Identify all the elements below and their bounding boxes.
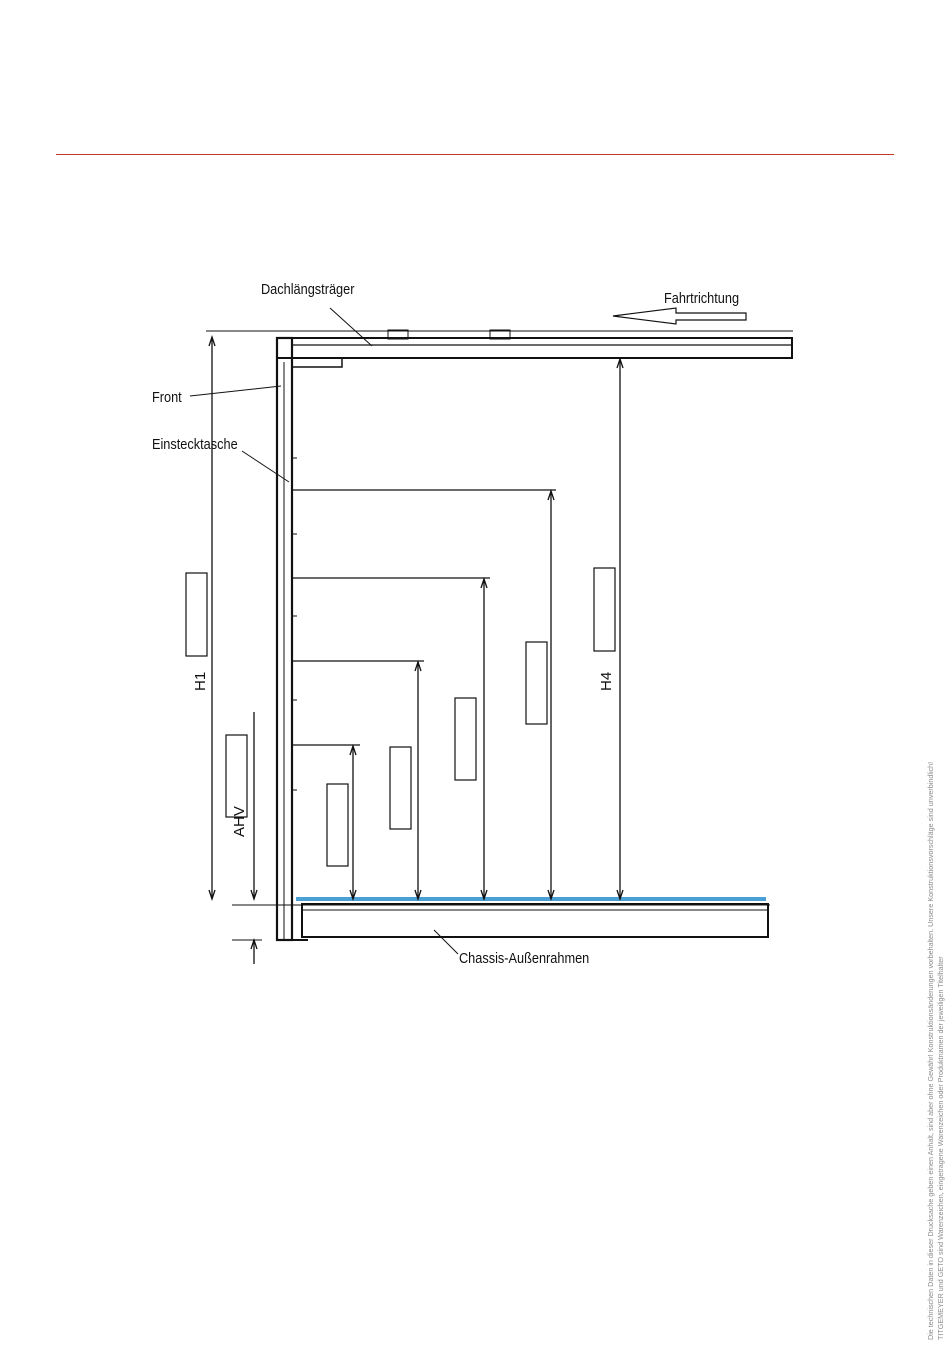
disclaimer-line-1: Die technischen Daten in dieser Drucksac… <box>926 761 935 1340</box>
label-ahv: AHV <box>231 806 248 837</box>
disclaimer-line-2: TITGEMEYER und GETO sind Warenzeichen, e… <box>935 956 945 1340</box>
value-boxes <box>185 567 616 867</box>
shelf-levels <box>292 489 556 746</box>
header-divider <box>56 154 894 155</box>
label-dachlaengstraeger: Dachlängsträger <box>261 280 355 297</box>
direction-arrow <box>612 307 747 325</box>
label-chassis: Chassis-Außenrahmen <box>459 949 589 966</box>
label-h4: H4 <box>598 672 615 691</box>
front-wall <box>275 336 297 942</box>
label-einstecktasche: Einstecktasche <box>152 435 238 452</box>
label-h1: H1 <box>192 672 209 691</box>
chassis-frame <box>232 903 770 941</box>
dimension-arrows <box>208 334 624 964</box>
legal-disclaimer: Die technischen Daten in dieser Drucksac… <box>926 540 945 1340</box>
roof-beam <box>206 329 793 368</box>
label-fahrtrichtung: Fahrtrichtung <box>664 289 739 306</box>
label-front: Front <box>152 388 182 405</box>
leader-lines <box>189 307 459 955</box>
